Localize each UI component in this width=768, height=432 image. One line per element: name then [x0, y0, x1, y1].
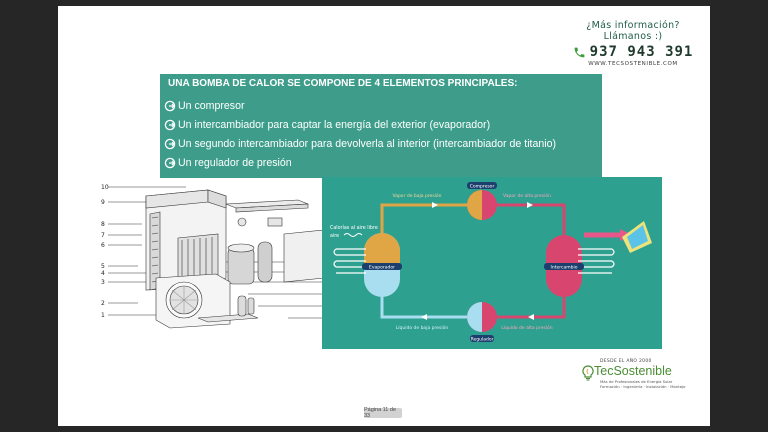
logo-name: TecSostenible — [594, 364, 672, 378]
high-pressure-liquid-label: Líquido de alta presión — [501, 324, 552, 331]
part-label: 10 — [101, 184, 109, 191]
part-label: 4 — [101, 270, 105, 277]
list-item-text: Un compresor — [178, 99, 245, 112]
compressor-label: Compresor — [470, 184, 495, 190]
part-label: 2 — [101, 300, 105, 307]
part-label: 5 — [101, 263, 105, 270]
arrow-circle-icon — [164, 100, 176, 111]
heat-pump-cycle-diagram: Compresor Regulador Evaporador Calorías … — [322, 177, 662, 349]
air-label: aire — [330, 233, 339, 239]
presentation-slide: ¿Más información? Llámanos :) 937 943 39… — [58, 6, 710, 426]
bulb-icon — [582, 365, 594, 381]
list-item: Un intercambiador para captar la energía… — [164, 115, 556, 134]
evaporator-label: Evaporador — [369, 265, 395, 271]
list-item-text: Un regulador de presión — [178, 156, 292, 169]
components-banner: UNA BOMBA DE CALOR SE COMPONE DE 4 ELEME… — [160, 74, 602, 178]
exploded-unit-diagram: 10 9 8 7 6 5 4 3 2 1 — [101, 184, 325, 329]
arrow-circle-icon — [164, 157, 176, 168]
list-item: Un regulador de presión — [164, 153, 556, 172]
high-pressure-vapor-label: Vapor de alta presión — [503, 192, 551, 199]
low-pressure-liquid-label: Líquido de baja presión — [396, 324, 449, 331]
list-item: Un segundo intercambiador para devolverl… — [164, 134, 556, 153]
logo-since-text: DESDE EL AÑO 2000 — [600, 359, 652, 364]
list-item-text: Un segundo intercambiador para devolverl… — [178, 137, 557, 150]
arrow-circle-icon — [164, 119, 176, 130]
wave-icon — [343, 233, 363, 237]
exchanger-node: Intercambio — [544, 221, 652, 297]
logo-services: Formación · Ingeniería · Instalación · M… — [600, 384, 686, 389]
contact-block: ¿Más información? Llámanos :) 937 943 39… — [563, 20, 703, 67]
exchanger-label: Intercambio — [551, 265, 578, 271]
logo-tagline: Más de Profesionales de Energía Solar — [600, 379, 673, 384]
regulator-node: Regulador — [467, 302, 497, 343]
ambient-heat-label: Calorías al aire libre — [330, 224, 378, 231]
more-info-text: ¿Más información? — [586, 20, 680, 31]
part-label: 6 — [101, 242, 105, 249]
part-label: 1 — [101, 312, 105, 319]
list-item-text: Un intercambiador para captar la energía… — [178, 118, 491, 131]
website-link[interactable]: WWW.TECSOSTENIBLE.COM — [588, 61, 678, 67]
phone-row: 937 943 391 — [563, 44, 703, 60]
part-label: 3 — [101, 279, 105, 286]
phone-number[interactable]: 937 943 391 — [589, 44, 694, 60]
tecsostenible-logo: DESDE EL AÑO 2000 TecSostenible Más de P… — [578, 359, 685, 393]
phone-icon — [574, 47, 585, 57]
compressor-node: Compresor — [467, 182, 497, 220]
components-list: Un compresor Un intercambiador para capt… — [164, 96, 556, 172]
low-pressure-vapor-label: Vapor de baja presión — [392, 192, 441, 199]
list-item: Un compresor — [164, 96, 556, 115]
banner-title: UNA BOMBA DE CALOR SE COMPONE DE 4 ELEME… — [168, 78, 518, 89]
part-label: 7 — [101, 232, 105, 239]
arrow-circle-icon — [164, 138, 176, 149]
part-label: 8 — [101, 221, 105, 228]
page-indicator: Página 11 de 33 — [364, 407, 402, 419]
evaporator-node: Evaporador Calorías al aire libre aire — [330, 224, 402, 297]
regulator-label: Regulador — [471, 337, 494, 343]
part-label: 9 — [101, 199, 105, 206]
call-us-text: Llámanos :) — [603, 31, 663, 42]
